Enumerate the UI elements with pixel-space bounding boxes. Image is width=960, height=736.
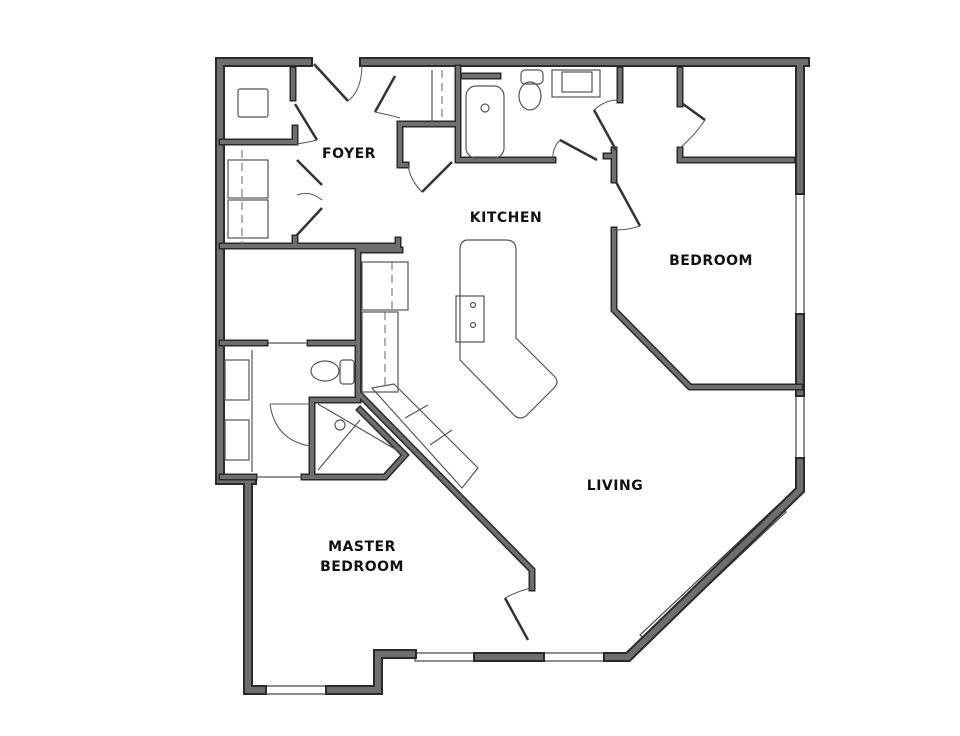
vanity-sink bbox=[224, 419, 250, 461]
refrigerator bbox=[361, 261, 409, 311]
room-label-foyer: FOYER bbox=[322, 146, 376, 162]
fixtures bbox=[224, 69, 601, 489]
closet-door bbox=[373, 75, 397, 113]
room-label-master-line1: MASTER bbox=[328, 539, 396, 555]
closet-door bbox=[293, 103, 319, 141]
master-bedroom-door bbox=[503, 597, 530, 641]
window bbox=[264, 685, 330, 695]
kitchen-island bbox=[459, 239, 558, 419]
window bbox=[795, 189, 805, 319]
drain-icon bbox=[480, 103, 490, 113]
counter-range bbox=[370, 383, 479, 489]
window bbox=[414, 652, 478, 662]
closet-door bbox=[592, 109, 618, 151]
room-label-living: LIVING bbox=[587, 478, 643, 494]
room-label-kitchen: KITCHEN bbox=[470, 210, 542, 226]
bath-door-swing bbox=[269, 403, 311, 447]
bathroom-sink bbox=[551, 69, 601, 98]
bath-door bbox=[559, 138, 598, 162]
shower bbox=[317, 403, 401, 471]
vanity-sink bbox=[224, 359, 250, 401]
walls bbox=[215, 57, 810, 695]
closet-door bbox=[421, 161, 453, 193]
room-label-bedroom: BEDROOM bbox=[669, 253, 753, 269]
kitchen-sink bbox=[455, 295, 485, 343]
toilet bbox=[518, 81, 542, 111]
closet-bifold-door bbox=[296, 159, 323, 236]
bathtub bbox=[465, 85, 505, 159]
counter bbox=[361, 311, 399, 393]
room-label-master-line2: BEDROOM bbox=[320, 559, 404, 575]
shelf bbox=[227, 159, 269, 199]
closet-door bbox=[682, 102, 706, 122]
window bbox=[542, 652, 606, 662]
entry-door bbox=[313, 63, 349, 102]
shelf bbox=[227, 199, 269, 239]
washer bbox=[237, 88, 269, 118]
window bbox=[795, 395, 805, 463]
doors bbox=[256, 63, 706, 641]
bedroom-door bbox=[614, 181, 642, 227]
master-toilet bbox=[310, 360, 340, 382]
